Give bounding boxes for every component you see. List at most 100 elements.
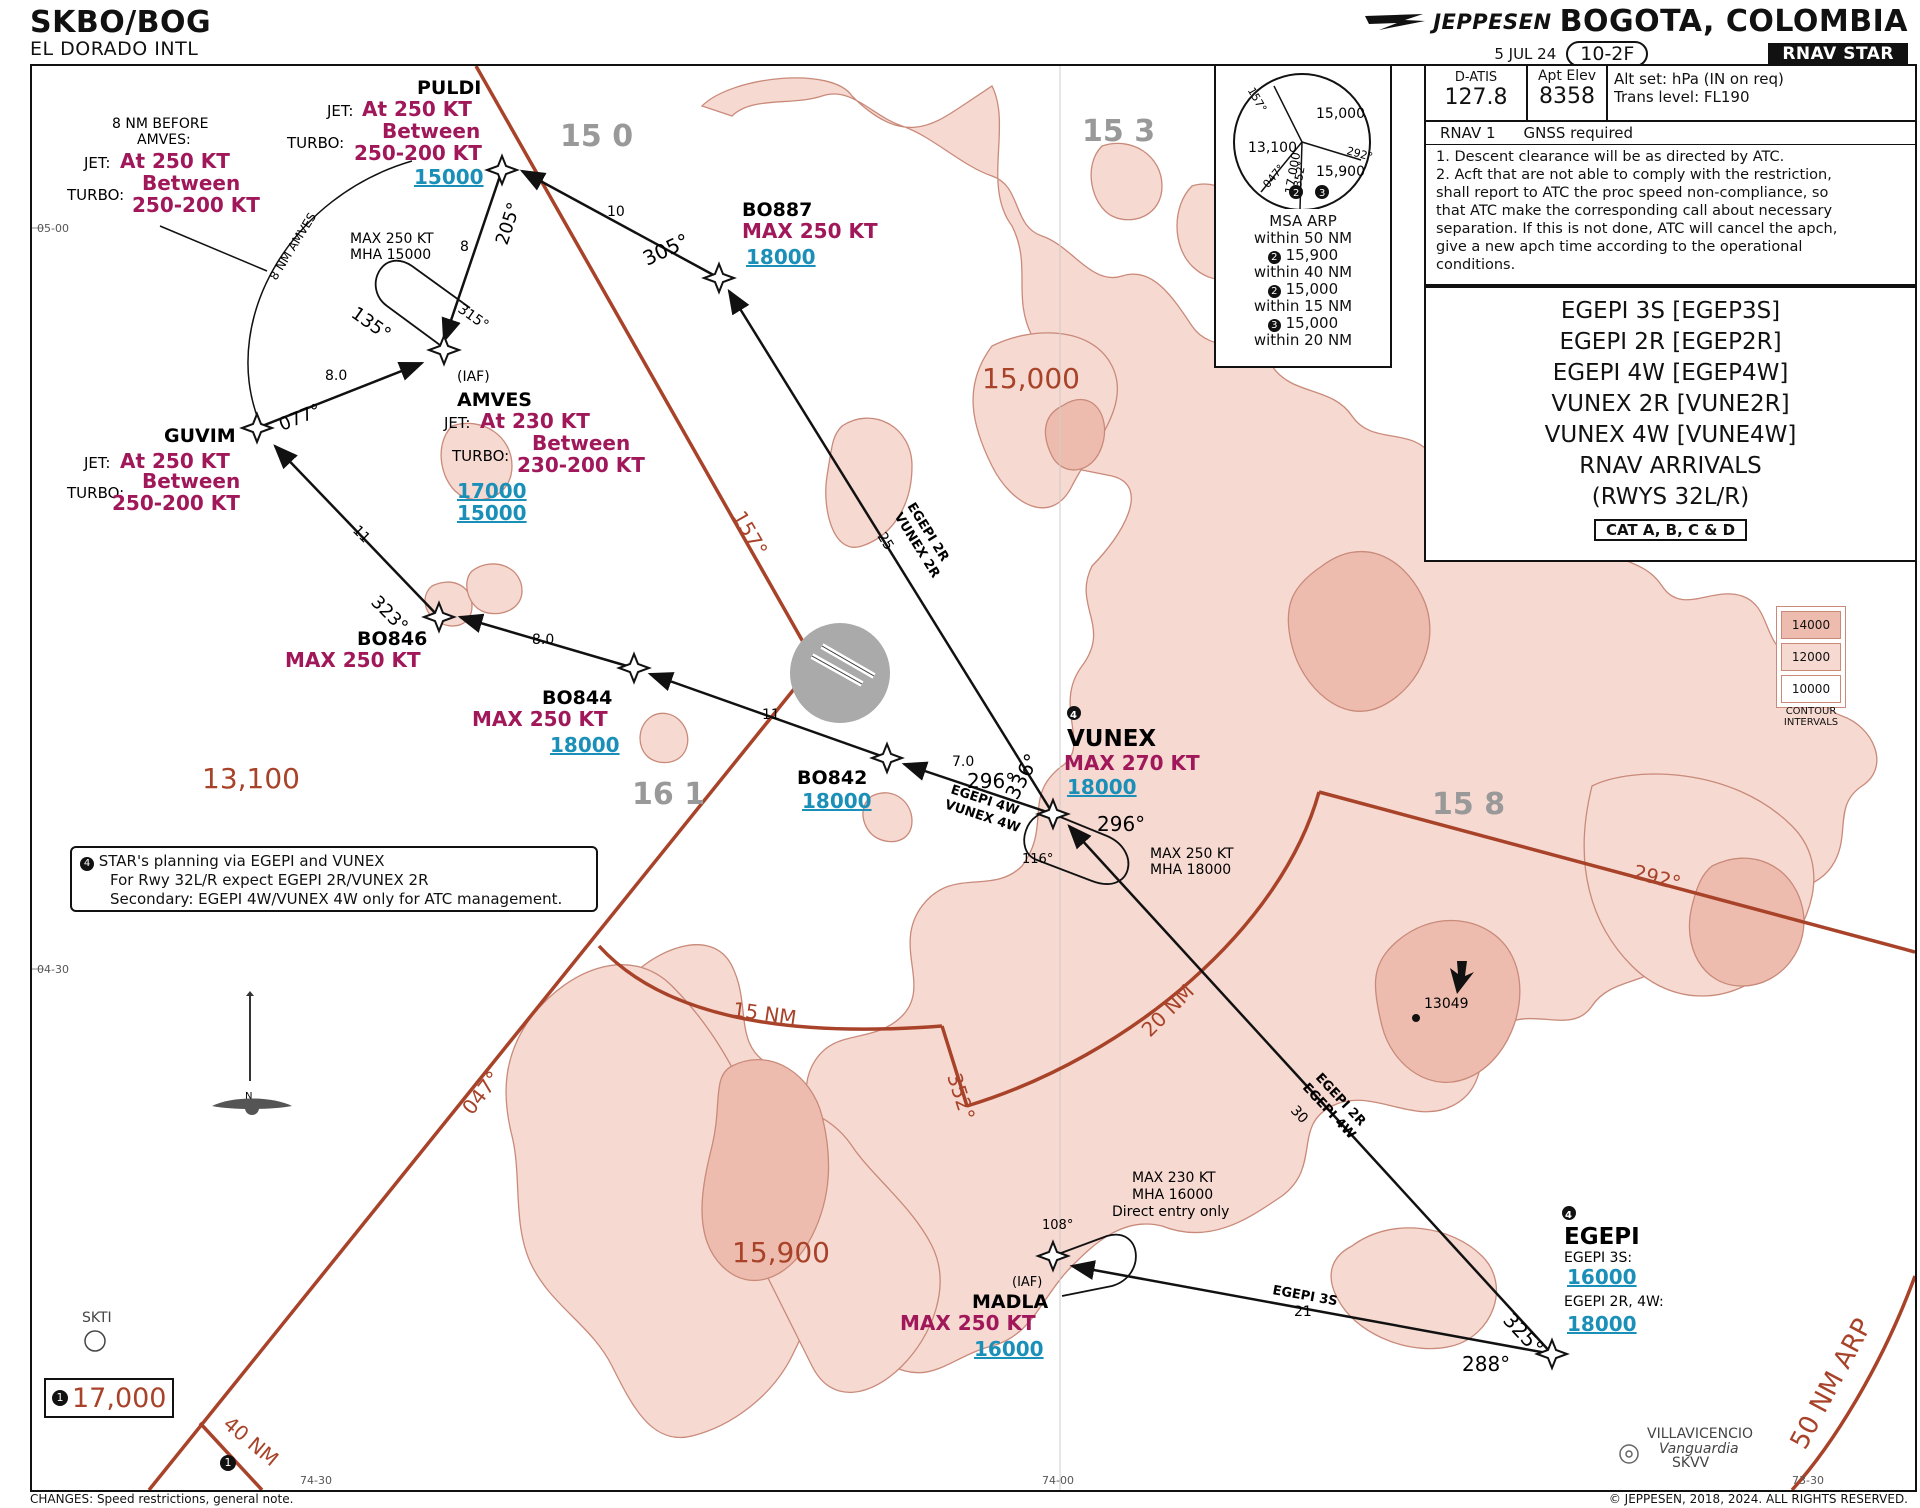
svg-text:296°: 296° [1097,812,1145,836]
bo842-labels: BO842 18000 [797,767,872,813]
svg-text:JET:: JET: [83,154,110,172]
svg-text:Between: Between [532,431,630,455]
waypoint-bo844-icon [616,651,652,685]
airport-code: SKBO/BOG [30,5,212,40]
svg-text:7.0: 7.0 [952,754,974,770]
svg-text:16 1: 16 1 [632,777,705,812]
madla-hold-labels: MAX 230 KT MHA 16000 Direct entry only 1… [1042,1170,1229,1233]
amves-labels: (IAF) AMVES JET: At 230 KT Between TURBO… [443,369,645,525]
svg-text:MAX 270 KT: MAX 270 KT [1064,751,1200,775]
svg-text:315°: 315° [455,301,492,333]
svg-text:VUNEX: VUNEX [1067,726,1156,752]
svg-text:077°: 077° [276,400,324,436]
terrain-high-layer [701,399,1805,1282]
svg-text:GUVIM: GUVIM [164,425,236,447]
svg-text:8 NM AMVES: 8 NM AMVES [267,210,319,282]
svg-text:108°: 108° [1042,1218,1073,1233]
svg-text:MHA 15000: MHA 15000 [350,247,431,263]
peak-arrow-icon [1450,961,1474,994]
skti-label: SKTI [82,1310,112,1326]
svg-text:305°: 305° [639,228,693,270]
svg-text:4: 4 [1070,710,1077,721]
svg-text:18000: 18000 [802,789,872,813]
leader-amves-note [159,225,268,272]
svg-text:205°: 205° [492,200,525,248]
msa-boundaries [147,66,1915,1490]
svg-text:15,900: 15,900 [1316,164,1365,180]
contour-legend: 14000 12000 10000 CONTOUR INTERVALS [1776,606,1846,728]
jeppesen-logo-icon [1365,13,1426,30]
waypoint-bo842-icon [869,741,905,775]
amves-note-labels: 8 NM BEFORE AMVES: JET: At 250 KT Betwee… [66,116,319,283]
msa-box: 157° 292° 352° 047° 15,000 13,100 15,900… [1214,66,1392,368]
svg-text:MAX 250 KT: MAX 250 KT [285,648,421,672]
svg-text:18000: 18000 [550,733,620,757]
svg-text:MAX 230 KT: MAX 230 KT [1132,1170,1216,1186]
waypoint-guvim-icon [239,411,275,445]
svg-text:(IAF): (IAF) [1012,1275,1042,1290]
svg-text:15 8: 15 8 [1432,787,1505,822]
svg-text:15,000: 15,000 [982,362,1080,395]
svg-text:250-200 KT: 250-200 KT [132,193,260,217]
procedure-type: RNAV STAR [1768,43,1908,65]
svg-text:N: N [245,1091,252,1102]
arc40-marker: 1 [220,1451,240,1471]
svg-text:BO887: BO887 [742,199,812,221]
svg-text:18000: 18000 [746,245,816,269]
chart-map: 13049 N SKTI VILLAVICENCIO Vanguardia SK… [30,64,1917,1492]
holds [374,259,1137,1297]
svg-text:230-200 KT: 230-200 KT [517,453,645,477]
lon-label-7400: 74-00 [1042,1474,1074,1487]
bo887-labels: BO887 MAX 250 KT 18000 [742,199,878,269]
city-name: BOGOTA, COLOMBIA [1559,4,1908,39]
svg-text:AMVES:: AMVES: [137,132,191,148]
svg-text:At 250 KT: At 250 KT [120,149,230,173]
svg-text:EGEPI 2R, 4W:: EGEPI 2R, 4W: [1564,1294,1664,1310]
waypoint-bo846-icon [421,600,457,634]
svg-text:16000: 16000 [974,1337,1044,1361]
info-box: D-ATIS 127.8 Apt Elev 8358 Alt set: hPa … [1424,66,1915,286]
skti-airfield-icon [84,1330,106,1352]
svg-text:135°: 135° [347,303,395,345]
svg-text:MAX 250 KT: MAX 250 KT [472,707,608,731]
svg-text:15 0: 15 0 [560,119,633,154]
waypoint-vunex-icon [1035,797,1071,831]
bo846-labels: BO846 MAX 250 KT [285,628,427,672]
svg-text:JET:: JET: [443,414,470,432]
svg-text:Between: Between [142,469,240,493]
puldi-labels: PULDI JET: At 250 KT Between TURBO: 250-… [286,77,484,189]
svg-text:3: 3 [1319,188,1325,199]
title-box: EGEPI 3S [EGEP3S] EGEPI 2R [EGEP2R] EGEP… [1424,286,1915,562]
changes-note: CHANGES: Speed restrictions, general not… [30,1492,294,1506]
svg-text:13,100: 13,100 [202,762,300,795]
svg-text:250-200 KT: 250-200 KT [354,141,482,165]
svg-text:15000: 15000 [414,165,484,189]
svg-text:BO842: BO842 [797,767,867,789]
svg-text:TURBO:: TURBO: [66,484,124,502]
svg-text:JET:: JET: [83,454,110,472]
svg-text:047°: 047° [457,1066,506,1119]
lat-ticks [32,227,44,970]
chart-date: 5 JUL 24 [1494,45,1557,63]
svg-text:4: 4 [1565,1210,1572,1221]
routes [256,169,1553,1356]
vvc-name: VILLAVICENCIO [1647,1426,1753,1442]
airport-name: EL DORADO INTL [30,38,199,60]
map-canvas: 13049 N SKTI VILLAVICENCIO Vanguardia SK… [32,66,1915,1490]
svg-text:16000: 16000 [1567,1265,1637,1289]
svg-text:MHA 18000: MHA 18000 [1150,862,1231,878]
airport-symbol [790,623,890,723]
copyright: © JEPPESEN, 2018, 2024. ALL RIGHTS RESER… [1608,1492,1908,1506]
comm-row: D-ATIS 127.8 Apt Elev 8358 Alt set: hPa … [1426,66,1915,122]
svg-text:13,100: 13,100 [1248,140,1297,156]
svg-text:10: 10 [607,204,625,220]
waypoint-egepi-icon [1534,1337,1570,1371]
svg-text:18000: 18000 [1067,775,1137,799]
publisher-name: JEPPESEN [1433,9,1552,34]
svg-text:8 NM BEFORE: 8 NM BEFORE [112,116,208,132]
svg-text:JET:: JET: [326,102,353,120]
svg-text:TURBO:: TURBO: [66,186,124,204]
lon-label-7330: 73-30 [1792,1474,1824,1487]
altset-cell: Alt set: hPa (IN on req) Trans level: FL… [1614,70,1784,106]
